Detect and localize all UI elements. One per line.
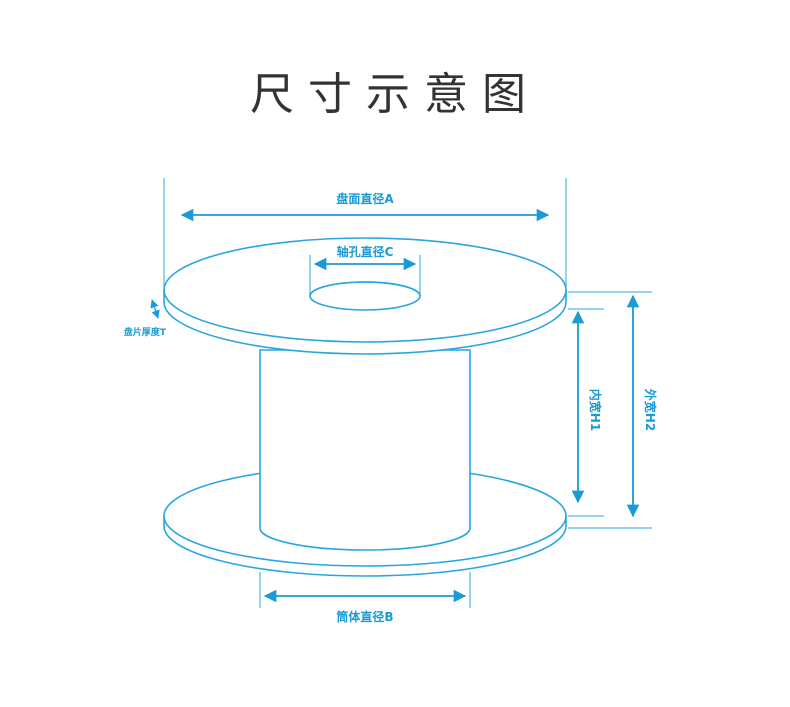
barrel-diameter-label: 筒体直径B [336, 609, 393, 624]
flange-diameter-label: 盘面直径A [336, 191, 394, 206]
bore-hole [309, 281, 421, 311]
dimension-arrows [150, 208, 640, 603]
thickness-arrow [150, 299, 160, 319]
barrel [259, 349, 471, 551]
extension-lines [163, 178, 652, 608]
bore-diameter-label: 轴孔直径C [337, 244, 394, 259]
outer-width-label: 外宽H2 [643, 389, 658, 431]
page-title: 尺寸示意图 [250, 69, 540, 120]
inner-width-label: 内宽H1 [588, 389, 603, 431]
flange-thickness-label: 盘片厚度T [124, 326, 167, 338]
